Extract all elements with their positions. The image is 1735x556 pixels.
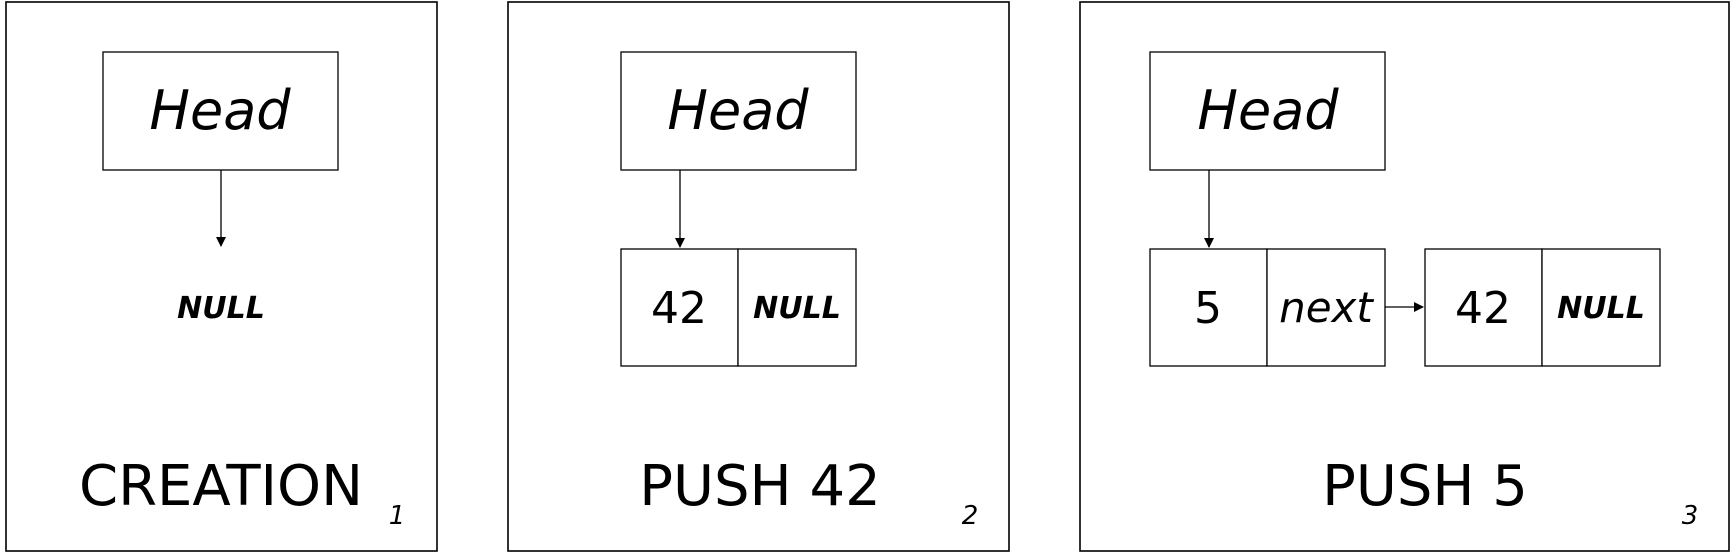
node-next-cell bbox=[1541, 248, 1661, 367]
panel-index: 1 bbox=[389, 501, 406, 531]
node-value-cell bbox=[1149, 248, 1268, 367]
panel-index: 3 bbox=[1682, 501, 1699, 531]
node-5: 5 next bbox=[1149, 248, 1386, 367]
node-next-cell bbox=[737, 248, 857, 367]
panel-push-42: Head 42 NULL PUSH 42 2 bbox=[507, 1, 1010, 552]
node-value-cell bbox=[1424, 248, 1543, 367]
node-value: 42 bbox=[1455, 283, 1511, 334]
node-next-null: NULL bbox=[753, 291, 841, 326]
panel-caption: PUSH 5 bbox=[1322, 454, 1528, 519]
null-label: NULL bbox=[177, 291, 265, 326]
panel-caption: CREATION bbox=[79, 454, 363, 519]
head-label: Head bbox=[667, 79, 809, 142]
head-label: Head bbox=[1197, 79, 1339, 142]
panel-push-5: Head 5 next 42 NULL PUSH 5 3 bbox=[1079, 1, 1730, 552]
panel-index: 2 bbox=[962, 501, 979, 531]
node-42: 42 NULL bbox=[620, 248, 857, 367]
node-42: 42 NULL bbox=[1424, 248, 1661, 367]
node-value: 42 bbox=[651, 283, 707, 334]
head-box bbox=[102, 51, 339, 171]
head-box bbox=[1149, 51, 1386, 171]
head-box bbox=[620, 51, 857, 171]
panel-creation: Head NULL CREATION 1 bbox=[5, 1, 438, 552]
node-value: 5 bbox=[1194, 283, 1222, 334]
head-label: Head bbox=[149, 79, 291, 142]
node-next-null: NULL bbox=[1557, 291, 1645, 326]
node-next-label: next bbox=[1279, 283, 1374, 332]
panel-caption: PUSH 42 bbox=[639, 454, 880, 519]
node-next-cell bbox=[1266, 248, 1386, 367]
